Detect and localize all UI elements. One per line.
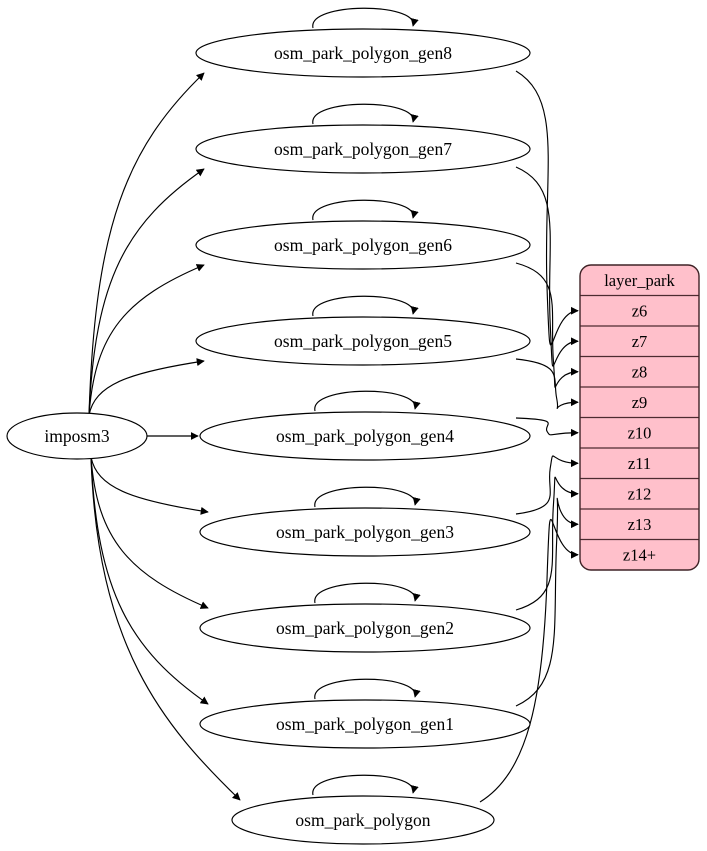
self-loop-osm_park_polygon_gen1 [314,678,421,700]
node-osm_park_polygon_gen8[interactable]: osm_park_polygon_gen8 [195,28,531,78]
node-osm_park_polygon_gen2[interactable]: osm_park_polygon_gen2 [199,603,531,653]
node-label: osm_park_polygon [295,810,430,830]
table-row-label-z6[interactable]: z6 [632,301,648,320]
edge-osm_park_polygon_gen6-to-z8 [515,262,579,388]
node-osm_park_polygon_gen7[interactable]: osm_park_polygon_gen7 [195,124,531,174]
node-label: osm_park_polygon_gen3 [276,522,454,542]
node-label: osm_park_polygon_gen7 [274,139,452,159]
edge-osm_park_polygon_gen1-to-z13 [515,497,579,707]
node-ellipse [195,316,531,366]
self-loop-osm_park_polygon_gen2 [314,582,421,604]
self-loop-osm_park_polygon_gen4 [314,390,421,412]
node-osm_park_polygon_gen6[interactable]: osm_park_polygon_gen6 [195,220,531,270]
imposm3-label: imposm3 [44,426,109,446]
self-loop-osm_park_polygon [312,774,419,796]
table-row-label-z14plus[interactable]: z14+ [623,545,656,564]
edge-imposm3-to-osm_park_polygon_gen6 [88,264,205,416]
node-ellipse [195,124,531,174]
table-header-label: layer_park [604,271,675,290]
source-node-imposm3[interactable]: imposm3 [6,412,148,460]
table-row-label-z9[interactable]: z9 [632,393,648,412]
table-outline [579,264,700,571]
table-row-label-z8[interactable]: z8 [632,362,648,381]
table-row-label-z12[interactable]: z12 [628,484,652,503]
table-row-label-z13[interactable]: z13 [628,515,652,534]
edge-osm_park_polygon_gen7-to-z7 [515,166,579,367]
edges-from-imposm3 [88,72,241,801]
edge-imposm3-to-osm_park_polygon_gen5 [88,358,205,416]
self-loop-osm_park_polygon_gen8 [312,7,419,29]
polygon-nodes: osm_park_polygon_gen8 osm_park_polygon_ge… [195,28,531,845]
edge-imposm3-to-osm_park_polygon [90,456,241,801]
node-label: osm_park_polygon_gen1 [276,714,454,734]
layer-park-table: layer_park z6 z7 z8 z9 z10 z11 z12 z13 z14+ [579,264,700,571]
node-ellipse [195,220,531,270]
node-label: osm_park_polygon_gen4 [276,426,454,446]
node-label: osm_park_polygon_gen8 [274,43,452,63]
node-ellipse [199,411,531,461]
node-ellipse [195,28,531,78]
edge-imposm3-to-osm_park_polygon_gen1 [90,456,209,705]
edge-imposm3-to-osm_park_polygon_gen8 [88,72,205,416]
node-osm_park_polygon_gen1[interactable]: osm_park_polygon_gen1 [199,699,531,749]
edge-osm_park_polygon_gen3-to-z11 [515,455,579,515]
edge-imposm3-to-osm_park_polygon_gen2 [90,456,209,609]
edge-imposm3-to-osm_park_polygon_gen3 [90,456,209,515]
self-loop-osm_park_polygon_gen6 [312,199,419,221]
table-row-label-z7[interactable]: z7 [632,332,648,351]
edge-imposm3-to-osm_park_polygon_gen7 [88,168,205,416]
self-loop-edges [312,7,421,796]
node-osm_park_polygon_gen4[interactable]: osm_park_polygon_gen4 [199,411,531,461]
edge-osm_park_polygon_gen2-to-z12 [515,476,579,611]
edge-osm_park_polygon-to-z14+ [479,518,579,803]
table-row-label-z11[interactable]: z11 [628,454,651,473]
node-osm_park_polygon_gen3[interactable]: osm_park_polygon_gen3 [199,507,531,557]
edge-osm_park_polygon_gen5-to-z9 [515,358,579,409]
table-row-label-z10[interactable]: z10 [628,423,652,442]
node-ellipse [231,795,495,845]
self-loop-osm_park_polygon_gen7 [312,103,419,125]
self-loop-osm_park_polygon_gen5 [312,295,419,317]
node-label: osm_park_polygon_gen5 [274,331,452,351]
node-ellipse [199,507,531,557]
imposm3-ellipse [6,412,148,460]
node-label: osm_park_polygon_gen2 [276,618,454,638]
node-label: osm_park_polygon_gen6 [274,235,452,255]
node-ellipse [199,699,531,749]
edge-osm_park_polygon_gen8-to-z6 [515,70,579,346]
self-loop-osm_park_polygon_gen3 [314,486,421,508]
node-osm_park_polygon[interactable]: osm_park_polygon [231,795,495,845]
edge-osm_park_polygon_gen4-to-z10 [515,417,579,437]
edges-to-layer-park [479,70,579,803]
node-ellipse [199,603,531,653]
node-osm_park_polygon_gen5[interactable]: osm_park_polygon_gen5 [195,316,531,366]
